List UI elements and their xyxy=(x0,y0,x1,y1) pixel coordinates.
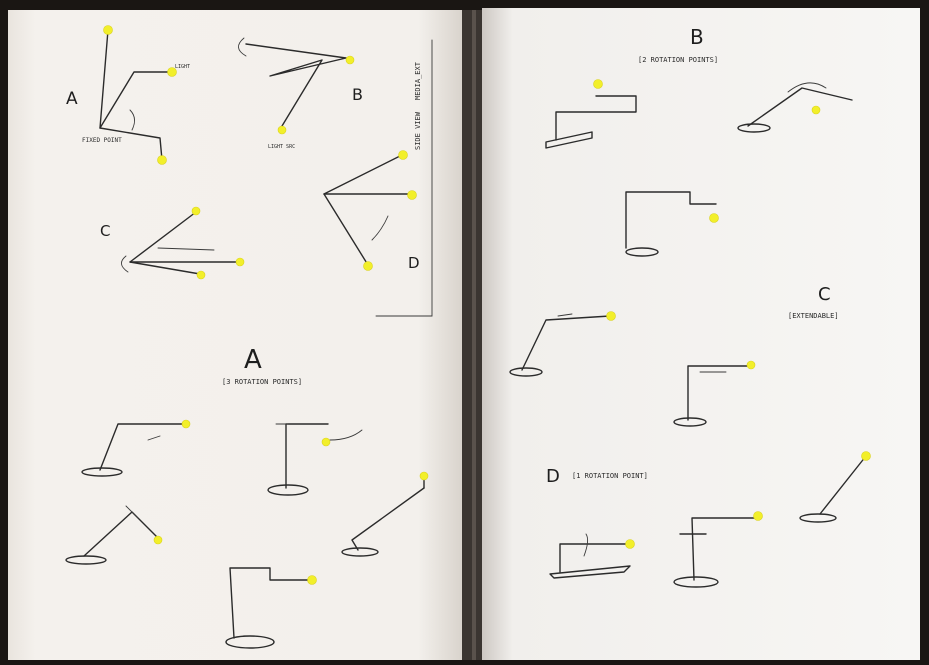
book-binding xyxy=(462,10,484,660)
section-c-subtitle: [EXTENDABLE] xyxy=(788,312,839,320)
section-b-subtitle: [2 ROTATION POINTS] xyxy=(638,56,718,64)
sketch-label-d: D xyxy=(408,254,420,272)
section-d-title: D xyxy=(546,466,560,487)
light-src-note: LIGHT SRC xyxy=(268,144,295,150)
sketch-label-b: B xyxy=(352,85,363,104)
fixed-point-note: FIXED POINT xyxy=(82,137,122,144)
section-a-title: A xyxy=(244,345,262,375)
sketch-label-c: C xyxy=(100,222,110,240)
side-view-label: SIDE VIEW xyxy=(414,111,422,150)
section-b-title: B xyxy=(690,25,704,49)
light-note: LIGHT xyxy=(175,64,190,70)
section-c-title: C xyxy=(818,284,831,305)
section-a-subtitle: [3 ROTATION POINTS] xyxy=(222,378,302,386)
right-page xyxy=(482,8,920,660)
media-ext-label: MEDIA_EXT xyxy=(414,61,422,100)
section-d-subtitle: [1 ROTATION POINT] xyxy=(572,472,648,480)
sketch-label-a: A xyxy=(66,89,78,109)
